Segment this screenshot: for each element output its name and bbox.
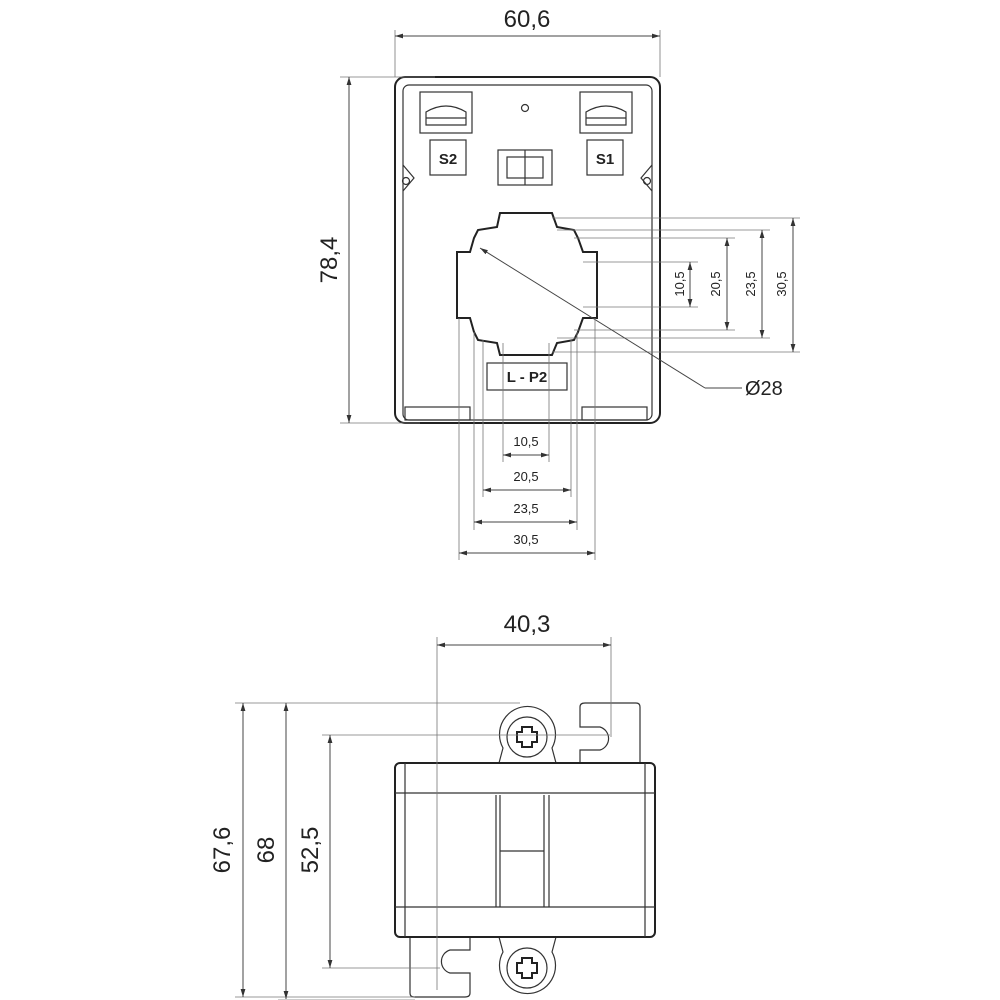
terminal-s1-label: S1 — [596, 151, 614, 168]
terminal-s2 — [419, 91, 473, 134]
window-width-dim-3: 23,5 — [513, 501, 538, 516]
window-height-dim-2: 20,5 — [708, 271, 723, 296]
height-dim-68: 68 — [253, 837, 280, 864]
top-view: 40,3 67,6 68 52,5 — [209, 611, 656, 1000]
terminal-s2-label: S2 — [439, 151, 457, 168]
center-latch — [497, 149, 553, 186]
bottom-clip-right — [581, 406, 648, 421]
diameter-leader — [479, 247, 706, 389]
width-dimension: 60,6 — [504, 6, 551, 33]
front-view: S2 S1 L - P2 60,6 78,4 10,5 20,5 23,5 — [316, 6, 800, 560]
window-height-dim-4: 30,5 — [774, 271, 789, 296]
terminal-s1 — [579, 91, 633, 134]
side-mount-notches — [402, 164, 653, 192]
housing-top-outline — [394, 762, 656, 938]
housing-bands — [395, 763, 655, 937]
bottom-clip-left — [404, 406, 471, 421]
primary-label-box — [486, 362, 568, 391]
housing-inner-edge — [402, 84, 653, 421]
height-dimension: 78,4 — [316, 237, 343, 284]
height-dim-52-5: 52,5 — [297, 827, 324, 874]
mount-hole-right — [642, 176, 652, 186]
diameter-dimension: Ø28 — [745, 378, 783, 400]
mount-hole-left — [401, 176, 411, 186]
window-width-dim-4: 30,5 — [513, 532, 538, 547]
height-dim-67-6: 67,6 — [209, 827, 236, 874]
indicator-hole — [520, 103, 530, 113]
center-channel — [495, 795, 550, 907]
conductor-window — [456, 212, 598, 356]
s1-label-box — [586, 139, 624, 176]
window-height-dim-1: 10,5 — [672, 271, 687, 296]
primary-label: L - P2 — [507, 369, 548, 386]
window-height-dim-3: 23,5 — [743, 271, 758, 296]
window-width-dim-2: 20,5 — [513, 469, 538, 484]
mount-bracket-top — [579, 702, 641, 763]
screw-bottom — [498, 936, 557, 995]
window-width-dim-1: 10,5 — [513, 434, 538, 449]
s2-label-box — [429, 139, 467, 176]
mount-bracket-bottom — [409, 937, 471, 998]
housing-outline — [394, 76, 661, 424]
top-width-dimension: 40,3 — [504, 611, 551, 638]
